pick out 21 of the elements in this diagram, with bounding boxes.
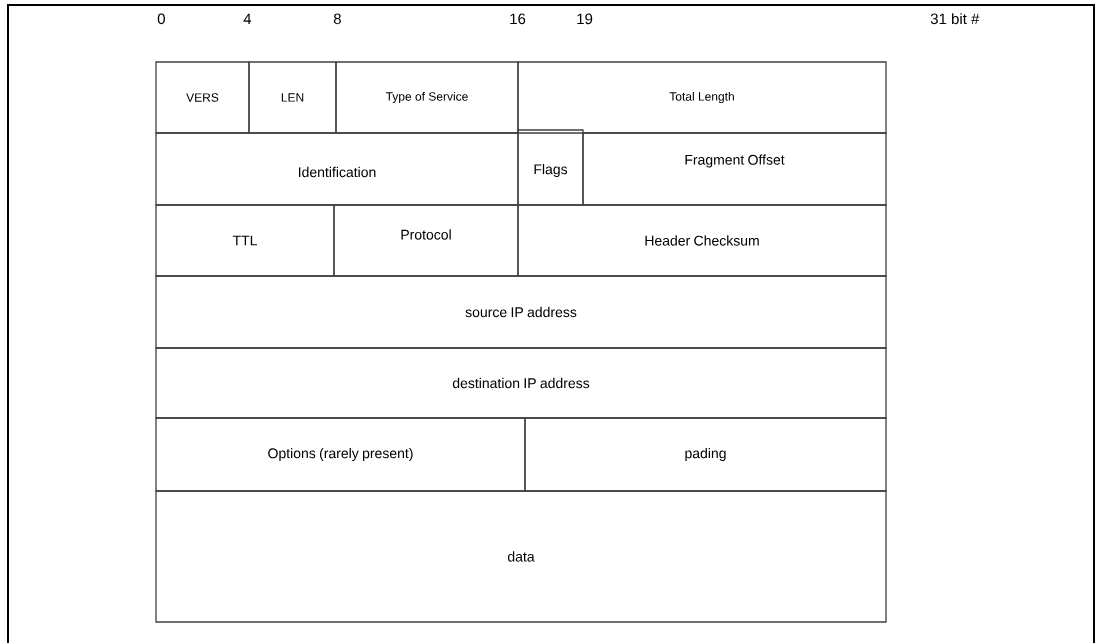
header-field: Type of Service [335, 61, 519, 134]
header-field: Protocol [333, 204, 519, 277]
header-field: Header Checksum [517, 204, 887, 277]
header-field: destination IP address [155, 347, 887, 419]
header-field: Flags [517, 129, 584, 206]
header-field: VERS [155, 61, 250, 134]
bit-position-label: 8 [333, 13, 341, 25]
header-field: Options (rarely present) [155, 417, 526, 492]
header-field: Identification [155, 132, 519, 206]
bit-position-label: 31 bit # [930, 13, 980, 25]
header-field: data [155, 490, 887, 623]
bit-position-label: 4 [243, 13, 252, 24]
bit-position-label: 19 [577, 13, 593, 25]
header-field: Total Length [517, 61, 887, 134]
header-field: source IP address [155, 275, 887, 349]
bit-position-label: 0 [157, 13, 165, 25]
header-field: pading [524, 417, 887, 492]
header-field: LEN [248, 61, 337, 134]
header-field: TTL [155, 204, 335, 277]
header-field: Fragment Offset [582, 132, 887, 206]
bit-position-label: 16 [510, 13, 526, 25]
